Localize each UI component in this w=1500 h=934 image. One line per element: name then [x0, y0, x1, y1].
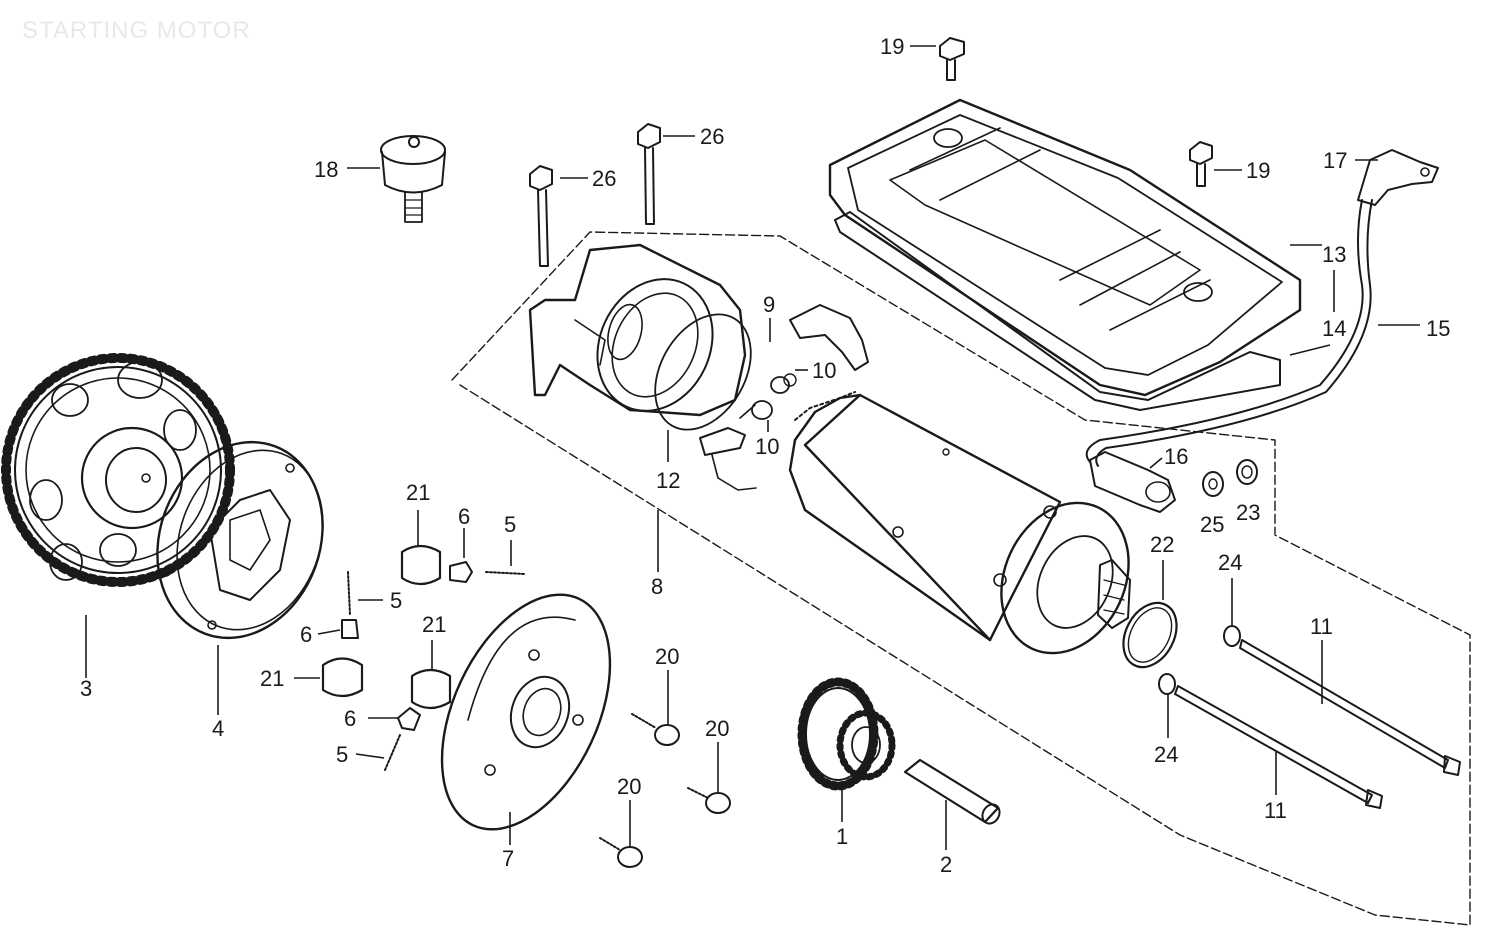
callout-15: 15 — [1426, 316, 1450, 341]
callout-10-upper: 10 — [812, 358, 836, 383]
idle-gear-shaft — [903, 758, 1001, 825]
callout-16: 16 — [1164, 444, 1188, 469]
callout-11-lower: 11 — [1264, 798, 1287, 823]
starter-cover — [828, 98, 1302, 397]
callout-4: 4 — [212, 716, 224, 741]
callout-25: 25 — [1200, 512, 1224, 537]
callout-12: 12 — [656, 468, 680, 493]
callout-23: 23 — [1236, 500, 1260, 525]
bolt-26-right — [637, 123, 661, 225]
starter-clutch-outer — [156, 440, 324, 640]
roller-21-c — [321, 657, 364, 698]
callout-5-mid: 5 — [390, 588, 402, 613]
callout-1: 1 — [836, 824, 848, 849]
terminal-17 — [1357, 149, 1439, 206]
callout-21-left: 21 — [260, 666, 284, 691]
callout-11-upper: 11 — [1310, 614, 1333, 639]
callout-9: 9 — [763, 292, 775, 317]
starter-clutch-plate — [440, 593, 612, 831]
callout-17: 17 — [1323, 148, 1347, 173]
callout-21-mid: 21 — [422, 612, 446, 637]
callout-6-upper: 6 — [458, 504, 470, 529]
brush-holder-ring — [654, 313, 757, 491]
long-bolt-11-lower — [1174, 685, 1383, 809]
callout-3: 3 — [80, 676, 92, 701]
long-bolt-11-upper — [1239, 639, 1461, 776]
callout-2: 2 — [940, 852, 952, 877]
bolt-19-right — [1189, 141, 1213, 187]
switch-18 — [380, 135, 446, 223]
callout-26-right: 26 — [700, 124, 724, 149]
starter-driven-gear — [1, 353, 235, 587]
bolt-19-top — [939, 37, 965, 81]
callout-20-b: 20 — [705, 716, 729, 741]
spring-10-lower — [739, 400, 773, 420]
starter-cable — [1085, 199, 1373, 467]
callout-10-lower: 10 — [755, 434, 779, 459]
callout-labels: 1 2 3 4 5 5 5 6 6 6 7 8 9 10 10 11 11 12… — [80, 34, 1450, 877]
bolt-20-c — [599, 837, 643, 868]
plunger-6-mid — [341, 571, 359, 639]
callout-5-lower: 5 — [336, 742, 348, 767]
spring-10-upper — [770, 373, 797, 394]
assembly-boundary-line — [451, 231, 1471, 926]
callout-19-right: 19 — [1246, 158, 1270, 183]
callout-22: 22 — [1150, 532, 1174, 557]
roller-21-b — [410, 668, 452, 710]
bolt-26-left — [529, 165, 553, 267]
callout-21-upper: 21 — [406, 480, 430, 505]
starter-motor-body — [788, 391, 1131, 655]
plunger-6-top — [449, 561, 526, 583]
callout-24-upper: 24 — [1218, 550, 1242, 575]
callout-6-lower: 6 — [344, 706, 356, 731]
callout-19-top: 19 — [880, 34, 904, 59]
plunger-6-bottom — [384, 707, 421, 771]
callout-26-left: 26 — [592, 166, 616, 191]
bolt-20-a — [631, 713, 680, 746]
roller-21-a — [400, 544, 442, 586]
bolt-20-b — [687, 787, 731, 814]
washer-24-lower — [1158, 673, 1176, 695]
callout-7: 7 — [502, 846, 514, 871]
o-ring-22 — [1122, 601, 1178, 669]
cover-gasket — [834, 211, 1281, 411]
leader-lines — [85, 45, 1420, 850]
callout-6-mid: 6 — [300, 622, 312, 647]
washer-24-upper — [1223, 625, 1241, 647]
brush-9 — [789, 304, 869, 371]
callout-8: 8 — [651, 574, 663, 599]
diagram-title: STARTING MOTOR — [22, 17, 251, 44]
callout-18: 18 — [314, 157, 338, 182]
starter-idle-gear — [797, 677, 896, 791]
callout-5-upper: 5 — [504, 512, 516, 537]
nut-23 — [1236, 459, 1258, 485]
starter-front-housing — [528, 243, 747, 417]
callout-13: 13 — [1322, 242, 1346, 267]
callout-24-lower: 24 — [1154, 742, 1178, 767]
nut-25 — [1202, 471, 1224, 497]
callout-20-a: 20 — [655, 644, 679, 669]
callout-20-c: 20 — [617, 774, 641, 799]
terminal-16 — [1089, 451, 1176, 513]
callout-14: 14 — [1322, 316, 1346, 341]
